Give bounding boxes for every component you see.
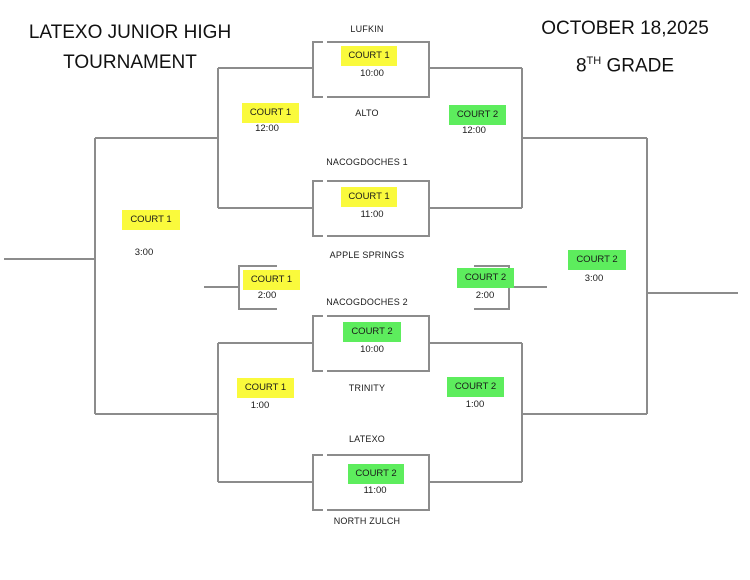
game-nac1-apple-time: 11:00	[360, 209, 384, 220]
winners-top-time: 12:00	[255, 123, 279, 134]
tournament-title: LATEXO JUNIOR HIGH TOURNAMENT	[20, 18, 240, 78]
tournament-date: OCTOBER 18,2025	[541, 18, 709, 39]
team-nacogdoches-1: NACOGDOCHES 1	[326, 157, 408, 167]
consolation-top-time: 12:00	[462, 125, 486, 136]
game-nac2-trinity-court: COURT 2	[343, 322, 401, 342]
winners-bottom-court: COURT 1	[237, 378, 294, 398]
consolation-bottom-court: COURT 2	[447, 377, 504, 397]
team-trinity: TRINITY	[348, 383, 386, 393]
team-latexo: LATEXO	[348, 434, 386, 444]
left-mini-court: COURT 1	[243, 270, 300, 290]
right-mini-time: 2:00	[475, 290, 495, 301]
game-nac2-trinity-time: 10:00	[360, 344, 384, 355]
winners-top-court: COURT 1	[242, 103, 299, 123]
grade-label: 8TH GRADE	[520, 46, 730, 81]
team-lufkin: LUFKIN	[350, 24, 384, 34]
consolation-top-court: COURT 2	[449, 105, 506, 125]
left-mini-time: 2:00	[257, 290, 277, 301]
title-line-1: LATEXO JUNIOR HIGH	[28, 22, 232, 43]
consolation-final-time: 3:00	[584, 273, 604, 284]
title-line-2: TOURNAMENT	[63, 52, 197, 73]
championship-time: 3:00	[134, 247, 154, 258]
consolation-final-court: COURT 2	[568, 250, 626, 270]
tournament-date-block: OCTOBER 18,2025 8TH GRADE	[520, 14, 730, 81]
grade-word: GRADE	[606, 55, 675, 77]
game-lufkin-alto-time: 10:00	[360, 68, 384, 79]
game-lufkin-alto-court: COURT 1	[341, 46, 397, 66]
team-nacogdoches-2: NACOGDOCHES 2	[326, 297, 408, 307]
team-north-zulch: NORTH ZULCH	[333, 516, 401, 526]
grade-suffix: TH	[586, 55, 602, 67]
consolation-bottom-time: 1:00	[465, 399, 485, 410]
game-nac1-apple-court: COURT 1	[341, 187, 397, 207]
winners-bottom-time: 1:00	[250, 400, 270, 411]
championship-court: COURT 1	[122, 210, 180, 230]
team-apple-springs: APPLE SPRINGS	[329, 250, 405, 260]
grade-number: 8	[575, 55, 587, 77]
game-latexo-nzulch-court: COURT 2	[348, 464, 404, 484]
game-latexo-nzulch-time: 11:00	[363, 485, 387, 496]
team-alto: ALTO	[355, 108, 379, 118]
right-mini-court: COURT 2	[457, 268, 514, 288]
